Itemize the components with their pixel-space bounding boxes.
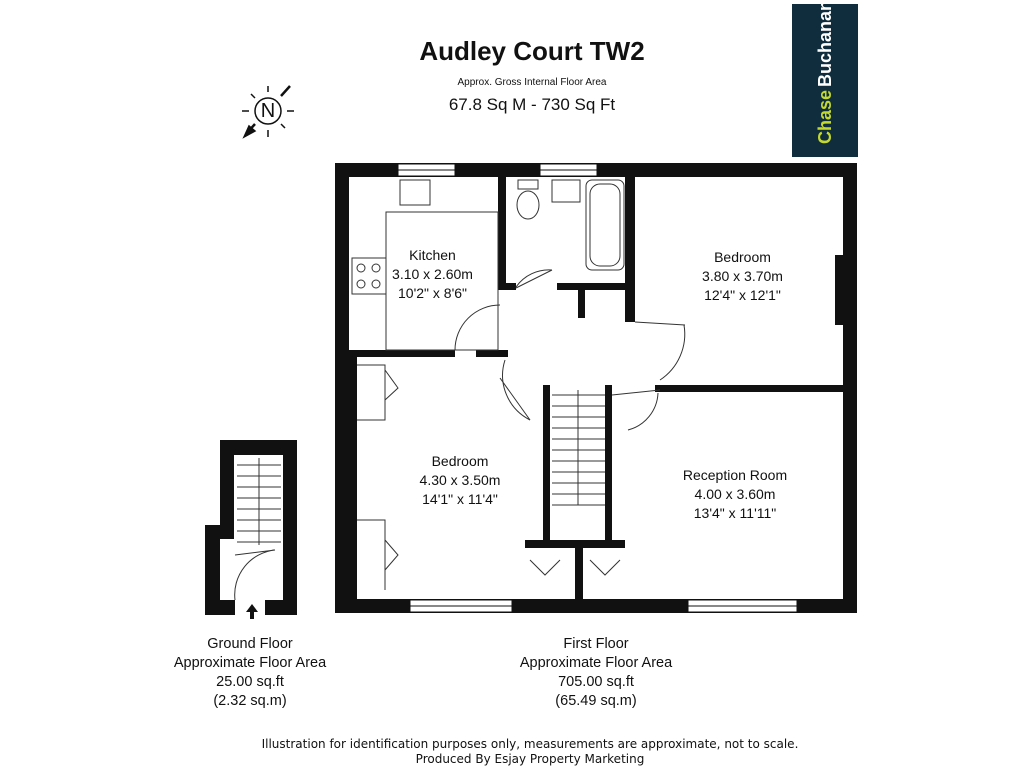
first-floor-area: First Floor Approximate Floor Area 705.0… [496,635,696,711]
agency-logo [792,4,858,157]
room-imperial: 13'4" x 11'11" [693,505,777,521]
room-imperial: 12'4" x 12'1" [704,287,781,303]
fixtures [351,179,686,590]
floor-name: Ground Floor [207,636,293,652]
room-imperial: 14'1" x 11'4" [422,491,498,507]
compass-label: N [260,100,276,122]
room-name: Bedroom [714,249,771,265]
subtitle: Approx. Gross Internal Floor Area [457,77,607,88]
room-imperial: 10'2" x 8'6" [398,285,467,301]
entrance-arrow-icon [246,604,258,619]
floor-sqm: (65.49 sq.m) [555,693,637,709]
floor-sqm: (2.32 sq.m) [213,693,287,709]
ground-floor-walls [205,440,297,615]
floor-sqft: 705.00 sq.ft [558,674,634,690]
room-metric: 3.80 x 3.70m [702,268,783,284]
room-metric: 4.30 x 3.50m [419,472,501,488]
room-metric: 3.10 x 2.60m [392,266,473,282]
floor-label: Approximate Floor Area [519,655,673,671]
north-compass-icon [242,85,294,139]
room-bedroom-2: Bedroom 4.30 x 3.50m 14'1" x 11'4" [395,452,525,509]
room-name: Reception Room [682,467,788,483]
ground-floor-area: Ground Floor Approximate Floor Area 25.0… [150,635,350,711]
disclaimer: Illustration for identification purposes… [261,737,799,751]
first-floor-stairs [552,390,605,506]
floor-name: First Floor [563,636,629,652]
floor-sqft: 25.00 sq.ft [216,674,284,690]
footer: Illustration for identification purposes… [0,737,1024,767]
floor-label: Approximate Floor Area [173,655,327,671]
producer-credit: Produced By Esjay Property Marketing [415,752,645,766]
room-kitchen: Kitchen 3.10 x 2.60m 10'2" x 8'6" [380,246,485,303]
room-bedroom-1: Bedroom 3.80 x 3.70m 12'4" x 12'1" [680,248,805,305]
room-name: Kitchen [409,247,456,263]
page-title: Audley Court TW2 [419,36,645,66]
first-floor-walls [335,163,857,613]
room-reception: Reception Room 4.00 x 3.60m 13'4" x 11'1… [655,466,815,523]
room-name: Bedroom [431,453,489,469]
total-area: 67.8 Sq M - 730 Sq Ft [448,95,616,114]
windows [397,163,798,613]
room-metric: 4.00 x 3.60m [694,486,776,502]
ground-floor-stairs [234,458,281,601]
